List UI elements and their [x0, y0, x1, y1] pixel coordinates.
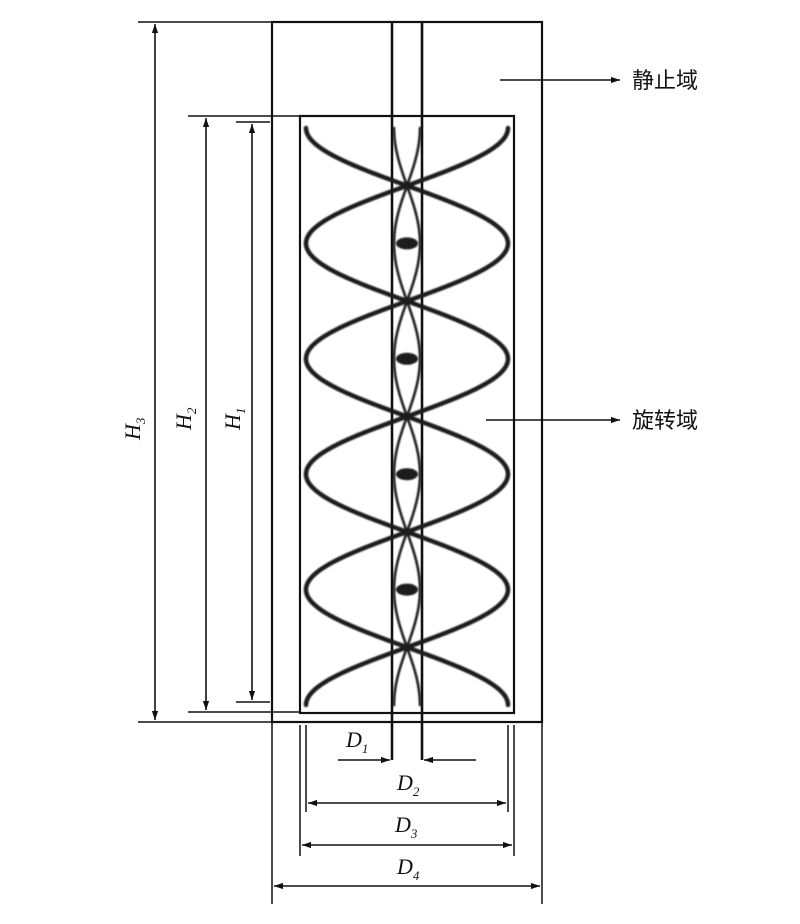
d1-label: D1: [345, 727, 368, 756]
rotating-domain-label: 旋转域: [632, 409, 698, 434]
d3-label: D3: [394, 812, 418, 841]
ribbon-crossing-4: [396, 583, 418, 596]
inner-ribbon-b: [392, 126, 422, 707]
ribbon-crossing-2: [396, 352, 418, 365]
d4-label: D4: [396, 854, 420, 883]
h2-label: H2: [171, 407, 199, 431]
d2-label: D2: [396, 770, 420, 799]
height-extension-lines: [138, 21, 300, 723]
diameter-extension-lines: [271, 722, 543, 904]
h3-label: H3: [120, 417, 148, 441]
stationary-domain-label: 静止域: [632, 69, 698, 94]
ribbon-crossing-1: [396, 237, 418, 250]
helical-ribbon-impeller: [303, 125, 511, 708]
stationary-domain-boundary: [270, 20, 544, 724]
ribbon-crossing-3: [396, 468, 418, 481]
h1-label: H1: [220, 408, 248, 431]
rotating-domain-boundary: [298, 114, 516, 715]
